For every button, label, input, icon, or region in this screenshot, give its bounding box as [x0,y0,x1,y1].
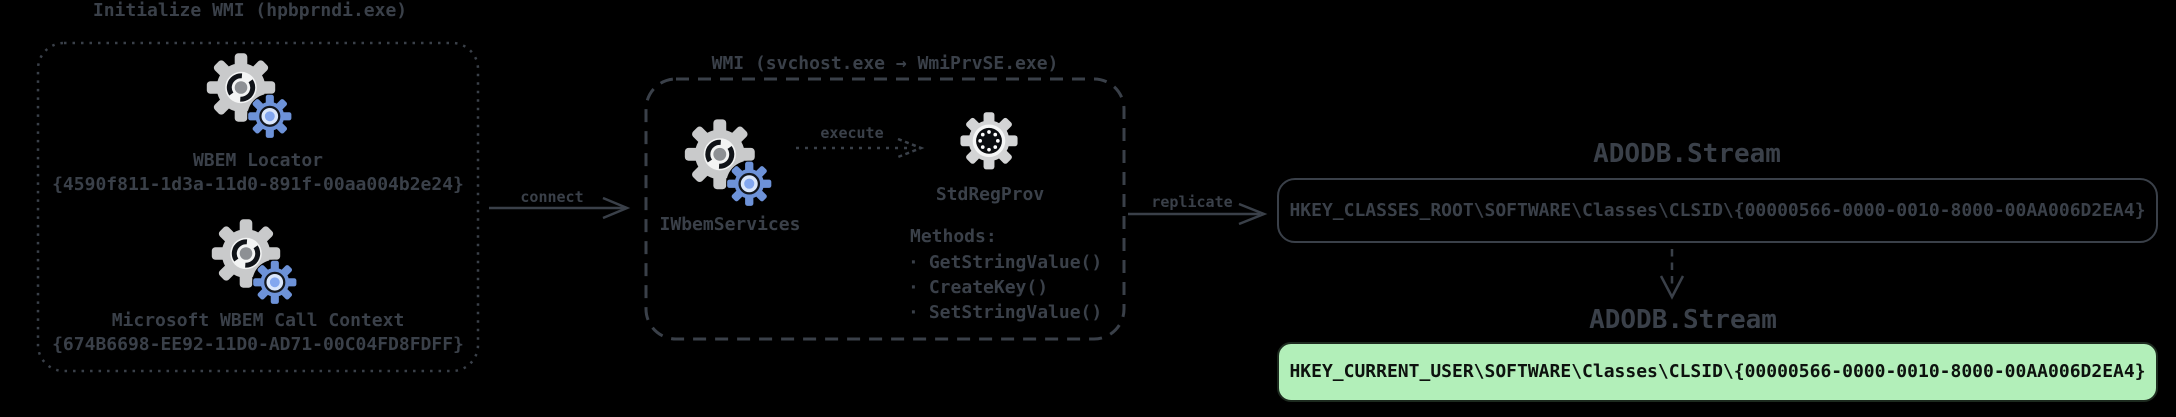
iwbemservices-label: IWbemServices [659,214,801,235]
hkcu-key-node-highlighted: HKEY_CURRENT_USER\SOFTWARE\Classes\CLSID… [1277,342,2158,402]
method-item: · SetStringValue() [908,302,1102,324]
middle-group-box [644,77,1126,341]
left-group-title: Initialize WMI (hpbprndi.exe) [92,0,408,21]
bullet: · [908,252,919,273]
method-name: CreateKey() [928,277,1049,298]
replicate-down-arrow [1659,249,1685,300]
replicate-arrow-label: replicate [1151,193,1233,211]
methods-title: Methods: [910,226,997,247]
method-item: · CreateKey() [908,277,1048,299]
gears-icon [210,215,300,310]
wbem-locator-clsid: {4590f811-1d3a-11d0-891f-00aa004b2e24} [52,174,464,195]
method-item: · GetStringValue() [908,252,1102,274]
connect-arrow-label: connect [520,188,584,206]
execute-arrow-label: execute [820,124,884,142]
replicate-arrow [1128,202,1268,226]
hkcu-key-text: HKEY_CURRENT_USER\SOFTWARE\Classes\CLSID… [1289,361,2146,382]
connect-arrow [489,196,631,220]
gears-icon [683,117,775,210]
hkcr-key-node: HKEY_CLASSES_ROOT\SOFTWARE\Classes\CLSID… [1277,178,2158,243]
wbem-call-context-clsid: {674B6698-EE92-11D0-AD71-00C04FD8FDFF} [52,334,464,355]
adodb-stream-source-title: ADODB.Stream [1593,139,1781,169]
method-name: SetStringValue() [928,302,1103,323]
gears-icon [205,50,295,143]
stdregprov-label: StdRegProv [935,184,1045,205]
bullet: · [908,277,919,298]
middle-group-title: WMI (svchost.exe → WmiPrvSE.exe) [711,53,1059,74]
execute-arrow [796,137,925,159]
method-name: GetStringValue() [928,252,1103,273]
adodb-stream-target-title: ADODB.Stream [1589,305,1777,335]
wbem-locator-label: WBEM Locator [192,150,324,171]
wbem-call-context-label: Microsoft WBEM Call Context [111,310,405,331]
provider-gear-icon [960,112,1018,170]
bullet: · [908,302,919,323]
hkcr-key-text: HKEY_CLASSES_ROOT\SOFTWARE\Classes\CLSID… [1289,199,2146,221]
